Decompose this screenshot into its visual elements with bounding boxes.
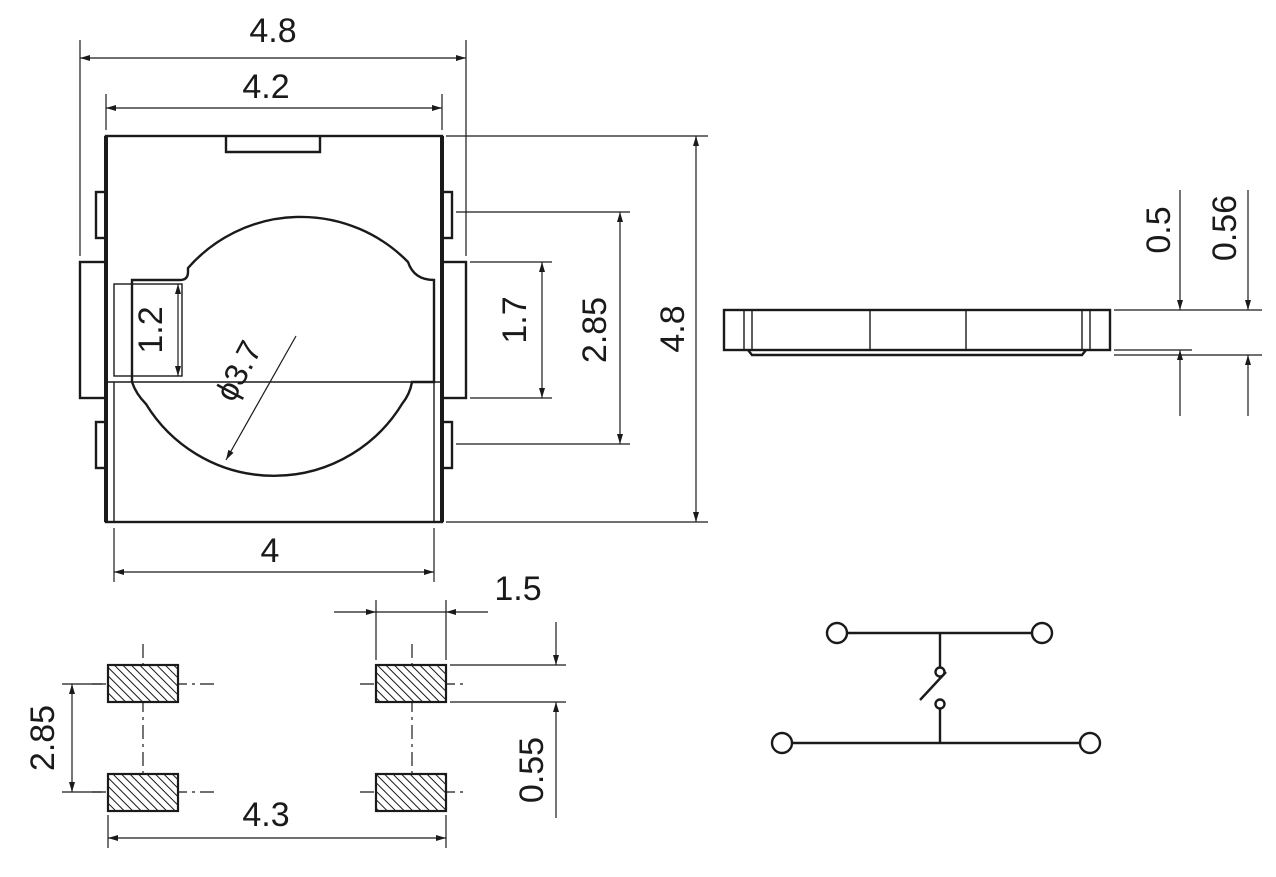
label-actuator-diameter: ϕ3.7 (208, 335, 269, 407)
label-body-thickness: 0.5 (1140, 206, 1178, 253)
top-view-labels: 4.8 4.2 4 4.8 2.85 1.7 1.2 ϕ3.7 (132, 12, 692, 570)
label-terminal-span: 2.85 (576, 297, 614, 363)
label-row-pitch: 2.85 (24, 705, 62, 771)
switch-lever (919, 671, 947, 701)
top-view (78, 134, 468, 524)
terminal-node-top-right (1030, 621, 1054, 645)
label-terminal-width: 1.7 (496, 296, 534, 343)
top-view-extension-lines (79, 40, 708, 582)
left-middle-lead (78, 260, 108, 400)
right-middle-lead (440, 260, 468, 400)
tactile-switch-schematic (770, 621, 1102, 755)
label-body-width: 4.2 (242, 68, 289, 106)
top-view-dimension-lines (80, 55, 699, 575)
terminal-node-top-left (825, 621, 849, 645)
pad-top-right (374, 663, 448, 704)
side-view: 0.5 0.56 (722, 190, 1262, 416)
label-overall-thickness: 0.56 (1206, 195, 1244, 261)
label-overall-width: 4.8 (249, 12, 296, 50)
terminal-node-bottom-left (770, 731, 794, 755)
side-body (722, 308, 1112, 352)
label-pad-height: 0.55 (513, 737, 551, 803)
diameter-leader (225, 335, 297, 461)
actuator-outline (130, 215, 436, 477)
top-notch (224, 136, 322, 154)
label-pad-width: 1.5 (494, 570, 541, 608)
terminal-node-bottom-right (1078, 731, 1102, 755)
pad-bottom-left (106, 772, 180, 813)
label-column-pitch: 4.3 (242, 796, 289, 834)
left-tab (113, 283, 183, 377)
pad-bottom-right (374, 772, 448, 813)
label-base-width: 4 (261, 532, 280, 570)
pad-footprint: 1.5 0.55 2.85 4.3 (24, 570, 566, 848)
label-tab-height: 1.2 (132, 306, 170, 353)
label-overall-height: 4.8 (654, 305, 692, 352)
pad-top-left (106, 663, 180, 704)
